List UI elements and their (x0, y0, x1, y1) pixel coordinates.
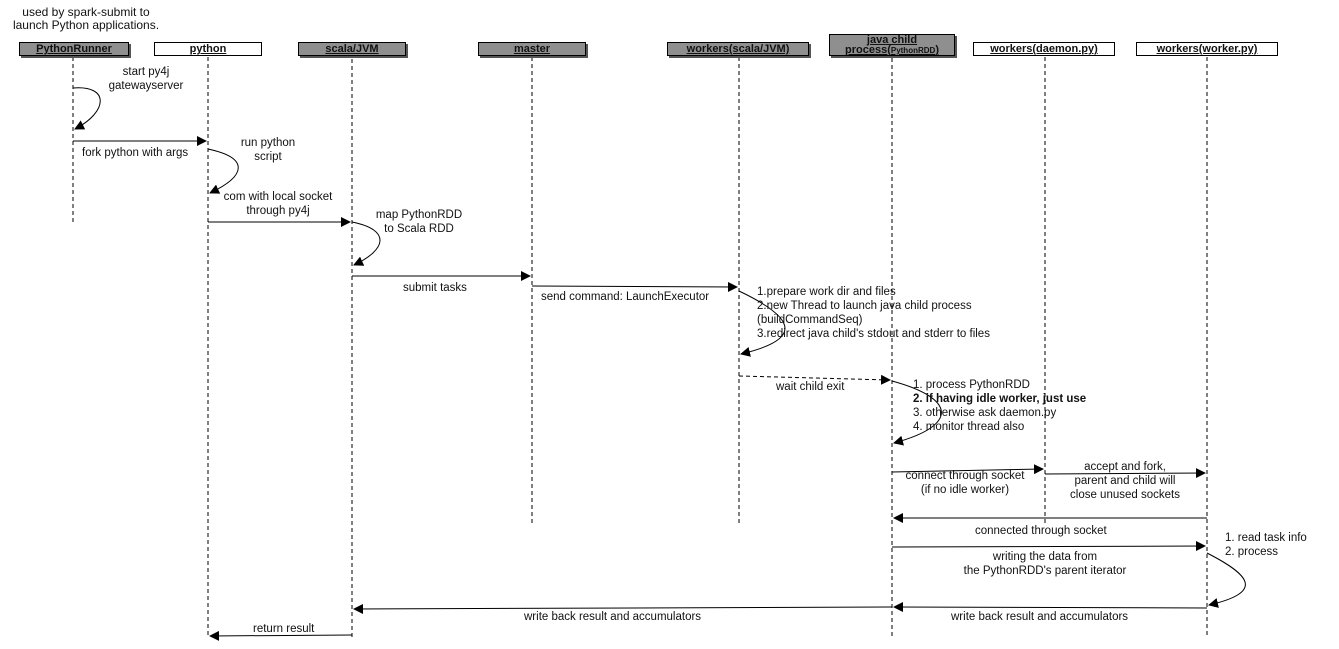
arrow-accept-fork (1044, 468, 1206, 479)
actor-worker: workers(worker.py) (1136, 42, 1278, 56)
arrow-start-py4j (72, 87, 101, 130)
label-return-result: return result (253, 623, 315, 635)
actor-java-child: java child process(PythonRDD) (829, 34, 955, 56)
top-note-line-1: used by spark-submit to (22, 5, 150, 19)
label-child-steps: 1. process PythonRDD 2. if having idle w… (913, 379, 1087, 433)
label-connected-socket: connected through socket (975, 525, 1107, 537)
actor-daemon: workers(daemon.py) (973, 42, 1115, 56)
label-send-command: send command: LaunchExecutor (541, 291, 710, 303)
label-write-back-right: write back result and accumulators (951, 611, 1129, 623)
label-write-back-left: write back result and accumulators (524, 611, 702, 623)
actor-master: master (478, 42, 586, 56)
label-worker-steps: 1.prepare work dir and files 2.new Threa… (757, 286, 990, 340)
actor-workers-scala: workers(scala/JVM) (667, 42, 809, 56)
label-connect-socket: connect through socket(if no idle worker… (905, 470, 1025, 496)
label-wait-child-exit: wait child exit (776, 381, 845, 393)
arrow-write-back-right (893, 602, 1208, 613)
arrow-connect-socket (891, 464, 1044, 475)
actor-pythonrunner: PythonRunner (19, 42, 129, 56)
arrow-writing-data (891, 541, 1206, 552)
actor-java-child-line-1: java child (866, 34, 918, 46)
arrow-read-task (1206, 552, 1246, 608)
arrow-child-steps (891, 380, 942, 446)
arrow-worker-steps (738, 290, 786, 357)
arrow-write-back-left (353, 603, 893, 614)
actor-scala-jvm: scala/JVM (298, 42, 406, 56)
label-submit-tasks: submit tasks (403, 282, 467, 294)
top-note-line-2: launch Python applications. (12, 18, 160, 32)
top-note: used by spark-submit to launch Python ap… (6, 6, 166, 32)
label-fork-python: fork python with args (82, 147, 189, 159)
arrow-send-command (531, 281, 738, 292)
arrow-map-pythonrdd (351, 221, 381, 266)
arrow-return-result (209, 630, 353, 641)
actor-python: python (154, 42, 262, 56)
actor-java-child-line-2: process(PythonRDD) (845, 44, 939, 56)
arrow-run-python (207, 148, 239, 194)
